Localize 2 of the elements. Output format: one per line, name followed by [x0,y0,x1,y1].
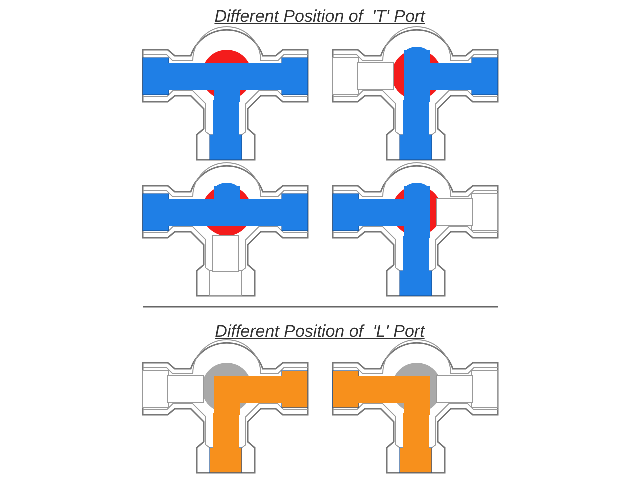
section-heading: Different Position of 'T' Port [214,7,426,26]
section-heading: Different Position of 'L' Port [215,322,425,341]
